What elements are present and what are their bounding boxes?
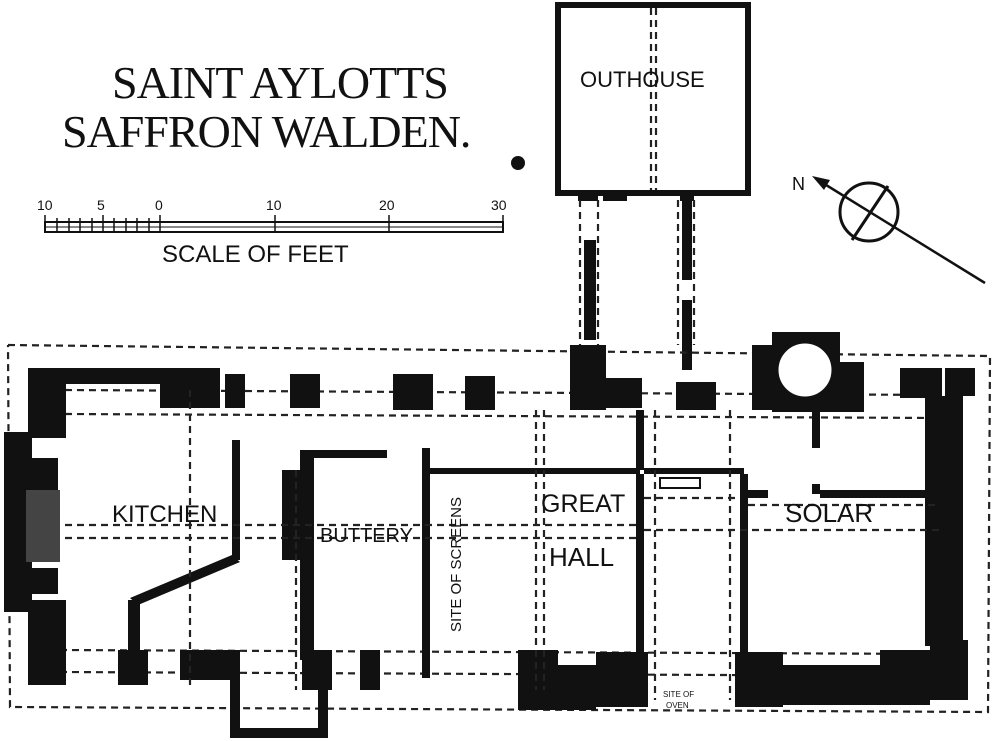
room-label-solar: SOLAR: [785, 498, 873, 528]
scale-tick-label: 0: [155, 197, 163, 213]
outhouse-block: OUTHOUSE: [555, 2, 751, 370]
scale-tick-label: 20: [379, 197, 395, 213]
interior-dashed-lines: [65, 390, 940, 690]
north-arrow-icon: N: [792, 174, 986, 285]
room-label-outhouse: OUTHOUSE: [580, 67, 705, 92]
room-label-hall: HALL: [549, 542, 614, 572]
north-label: N: [792, 174, 805, 194]
scale-tick-label: 5: [97, 197, 105, 213]
scale-tick-label: 10: [266, 197, 282, 213]
scale-caption: SCALE OF FEET: [162, 241, 349, 268]
oven-area: [653, 410, 732, 700]
house-walls: [4, 332, 975, 738]
room-label-buttery: BUTTERY: [320, 525, 413, 547]
scale-tick-label: 10: [37, 197, 53, 213]
hearth-label-line1: SITE OF: [663, 690, 694, 699]
plan-title-line1: SAINT AYLOTTS: [112, 57, 448, 108]
hearth-label-line2: OVEN: [666, 701, 689, 710]
scale-bar: 10 5 0 10 20 30 SCALE OF FEET: [37, 197, 507, 268]
room-label-great: GREAT: [541, 490, 625, 518]
room-label-screens: SITE OF SCREENS: [448, 497, 465, 632]
room-label-kitchen: KITCHEN: [112, 501, 217, 528]
plan-title-line2: SAFFRON WALDEN.: [62, 106, 470, 157]
scale-tick-label: 30: [491, 197, 507, 213]
title-dot: [511, 156, 525, 170]
